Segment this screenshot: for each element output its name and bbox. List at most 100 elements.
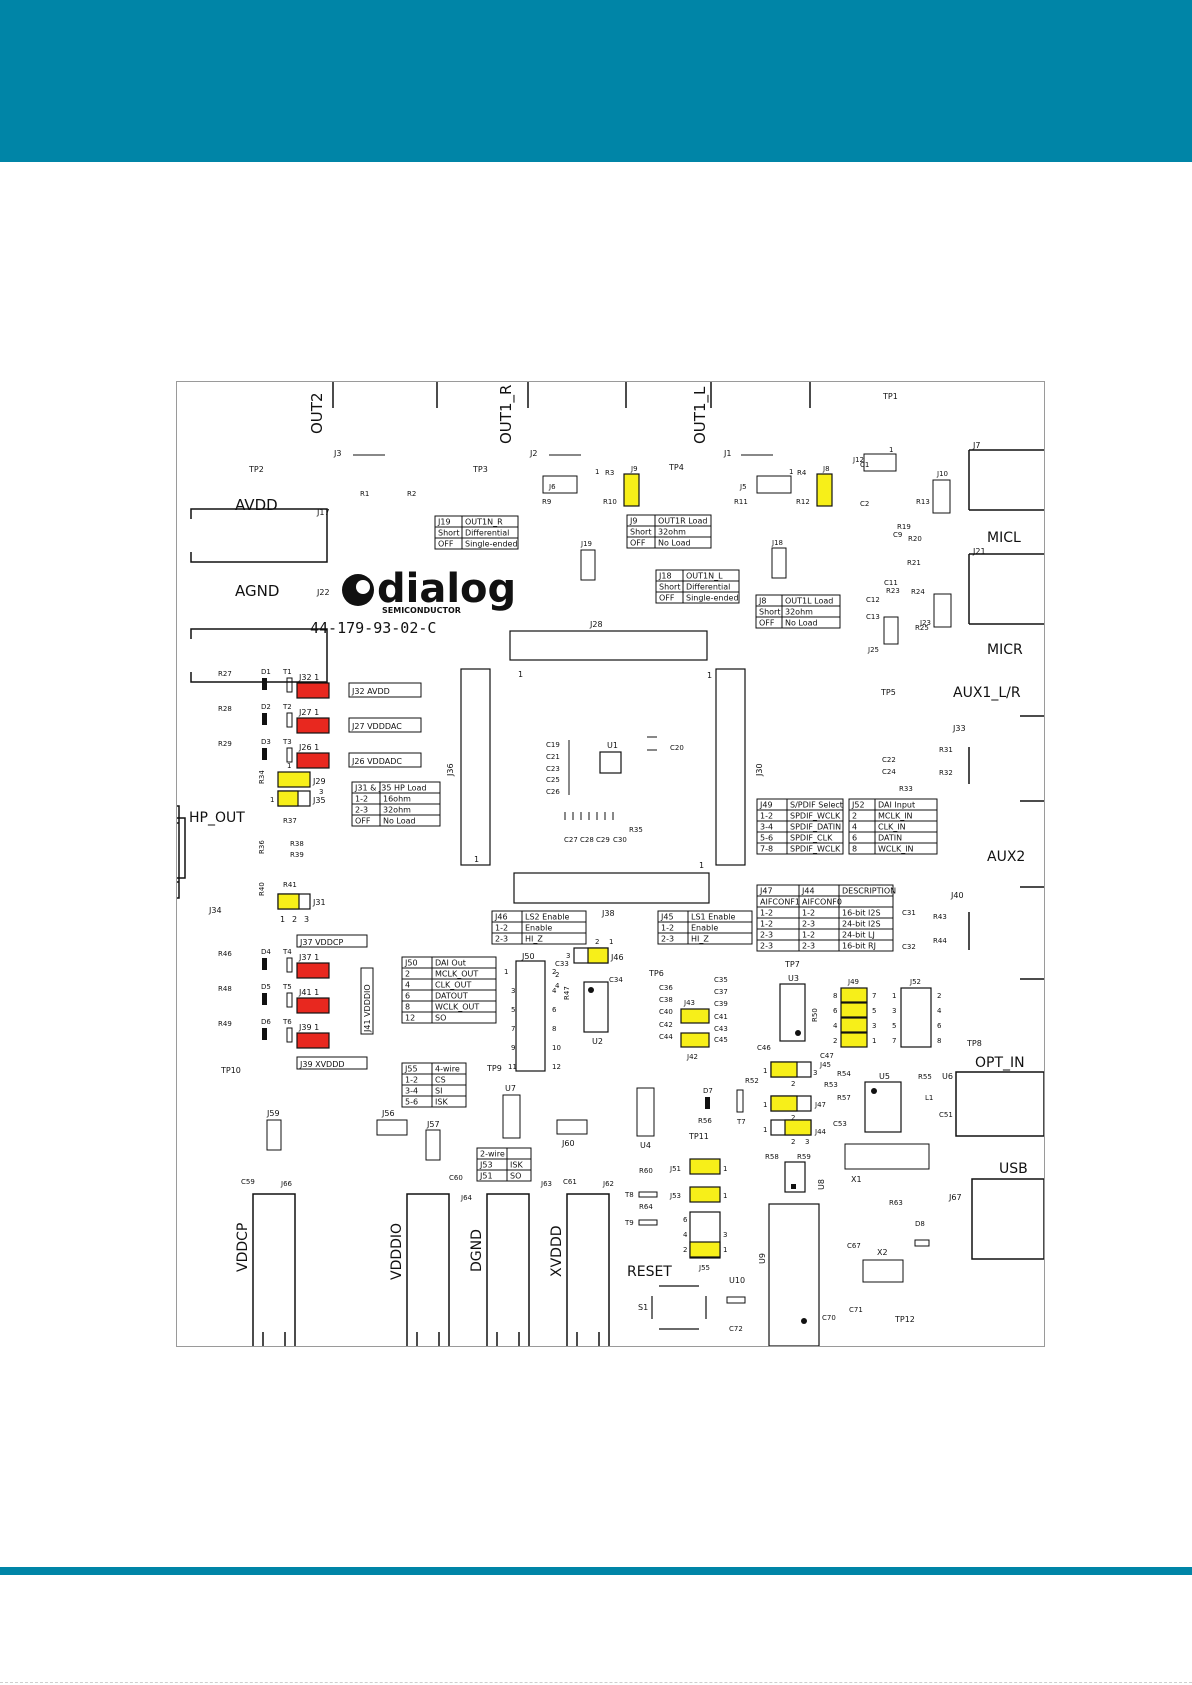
j47-jumper[interactable] [770,1095,798,1112]
svg-text:12: 12 [552,1063,561,1071]
svg-text:2: 2 [937,992,941,1000]
svg-text:5: 5 [872,1007,876,1015]
svg-text:C59: C59 [241,1178,255,1186]
table-cell: 16-bit I2S [842,909,881,918]
j31-jumper[interactable] [277,893,300,910]
j1-label: J1 [723,449,731,458]
svg-text:T9: T9 [624,1219,634,1227]
j51-jumper[interactable] [689,1158,721,1175]
table-cell: No Load [658,539,691,548]
j32-jumper[interactable] [296,682,330,699]
j3-label: J3 [333,449,341,458]
svg-text:R60: R60 [639,1167,653,1175]
svg-text:C2: C2 [860,500,869,508]
j8-jumper[interactable] [816,473,833,507]
svg-text:R9: R9 [542,498,551,506]
table-cell: SPDIF_CLK [790,834,833,843]
u10-label: U10 [729,1276,745,1285]
svg-text:R53: R53 [824,1081,838,1089]
j50-label: J50 [521,952,535,961]
j27-jumper[interactable] [296,717,330,734]
svg-text:C60: C60 [449,1174,463,1182]
table-row [756,939,894,952]
table-cell: HI_Z [525,935,543,944]
tp1-label: TP1 [882,392,898,401]
dialog-logo: dialog SEMICONDUCTOR [342,566,516,615]
j9-jumper[interactable] [623,473,640,507]
svg-text:R13: R13 [916,498,930,506]
svg-text:4: 4 [833,1022,838,1030]
svg-text:6: 6 [552,1006,557,1014]
io-jumper-label: J39 XVDDD [299,1060,345,1069]
svg-text:T5: T5 [282,983,292,991]
svg-text:R64: R64 [639,1203,653,1211]
agnd-label: AGND [235,582,279,600]
table-cell: LS1 Enable [691,913,735,922]
pcb-svg: OUT2 OUT1_R OUT1_L TP1 TP2 TP3 TP4 J3 J2… [177,382,1044,1346]
j38-label: J38 [601,909,615,918]
j34-label: J34 [208,906,222,915]
svg-text:R35: R35 [629,826,643,834]
svg-text:C34: C34 [609,976,623,984]
table-cell: 2-3 [760,942,773,951]
j44-jumper[interactable] [784,1119,812,1136]
j37-jumper[interactable] [296,962,330,979]
svg-text:C32: C32 [902,943,916,951]
table-cell: 8 [405,1003,410,1012]
svg-text:R59: R59 [797,1153,811,1161]
u1-chip [599,751,622,774]
table-cell: 16-bit RJ [842,942,876,951]
table-cell: 32ohm [658,528,686,537]
j41-jumper[interactable] [296,997,330,1014]
j29-jumper[interactable] [277,771,311,788]
j35-jumper[interactable] [277,790,299,807]
table-cell: 32ohm [785,608,813,617]
svg-text:R58: R58 [765,1153,779,1161]
reset-switch[interactable] [651,1285,707,1330]
svg-text:4: 4 [683,1231,688,1239]
vddcp-label: VDDCP [235,1223,251,1272]
svg-text:7: 7 [872,992,876,1000]
svg-text:D4: D4 [261,948,271,956]
j55-jumper[interactable] [689,1241,721,1258]
j49-jumpers[interactable] [840,987,868,1048]
table-cell: Single-ended [686,594,739,603]
j39-jumper[interactable] [296,1032,330,1049]
svg-text:1: 1 [707,671,712,680]
j21-label: J21 [972,547,986,556]
j26-jumper[interactable] [296,752,330,769]
svg-text:C39: C39 [714,1000,728,1008]
svg-text:J51: J51 [669,1165,681,1173]
j59-label: J59 [266,1109,280,1118]
table-cell: 2 [405,970,410,979]
table-cell: OFF [438,540,454,549]
j62-label: J62 [602,1180,614,1188]
table-cell: J53 [479,1161,493,1170]
j53-jumper[interactable] [689,1186,721,1203]
svg-text:2: 2 [552,968,556,976]
j46-jumper[interactable] [587,947,609,964]
j45-jumper[interactable] [770,1061,798,1078]
svg-text:C71: C71 [849,1306,863,1314]
svg-text:C23: C23 [546,765,560,773]
j43-jumper[interactable] [680,1008,710,1024]
svg-text:C9: C9 [893,531,902,539]
svg-text:J18: J18 [771,539,783,547]
svg-text:R12: R12 [796,498,810,506]
j42-jumper[interactable] [680,1032,710,1048]
u9-label: U9 [758,1253,767,1264]
table-cell: AIFCONF1 [760,898,800,907]
table-cell: J45 [660,913,674,922]
table-cell: 1-2 [760,812,773,821]
table-cell: SI [435,1087,442,1096]
svg-text:C11: C11 [884,579,898,587]
svg-text:4: 4 [937,1007,942,1015]
tp12-label: TP12 [894,1315,915,1324]
micl-label: MICL [987,530,1021,546]
svg-text:C38: C38 [659,996,673,1004]
svg-text:J9: J9 [630,465,638,473]
